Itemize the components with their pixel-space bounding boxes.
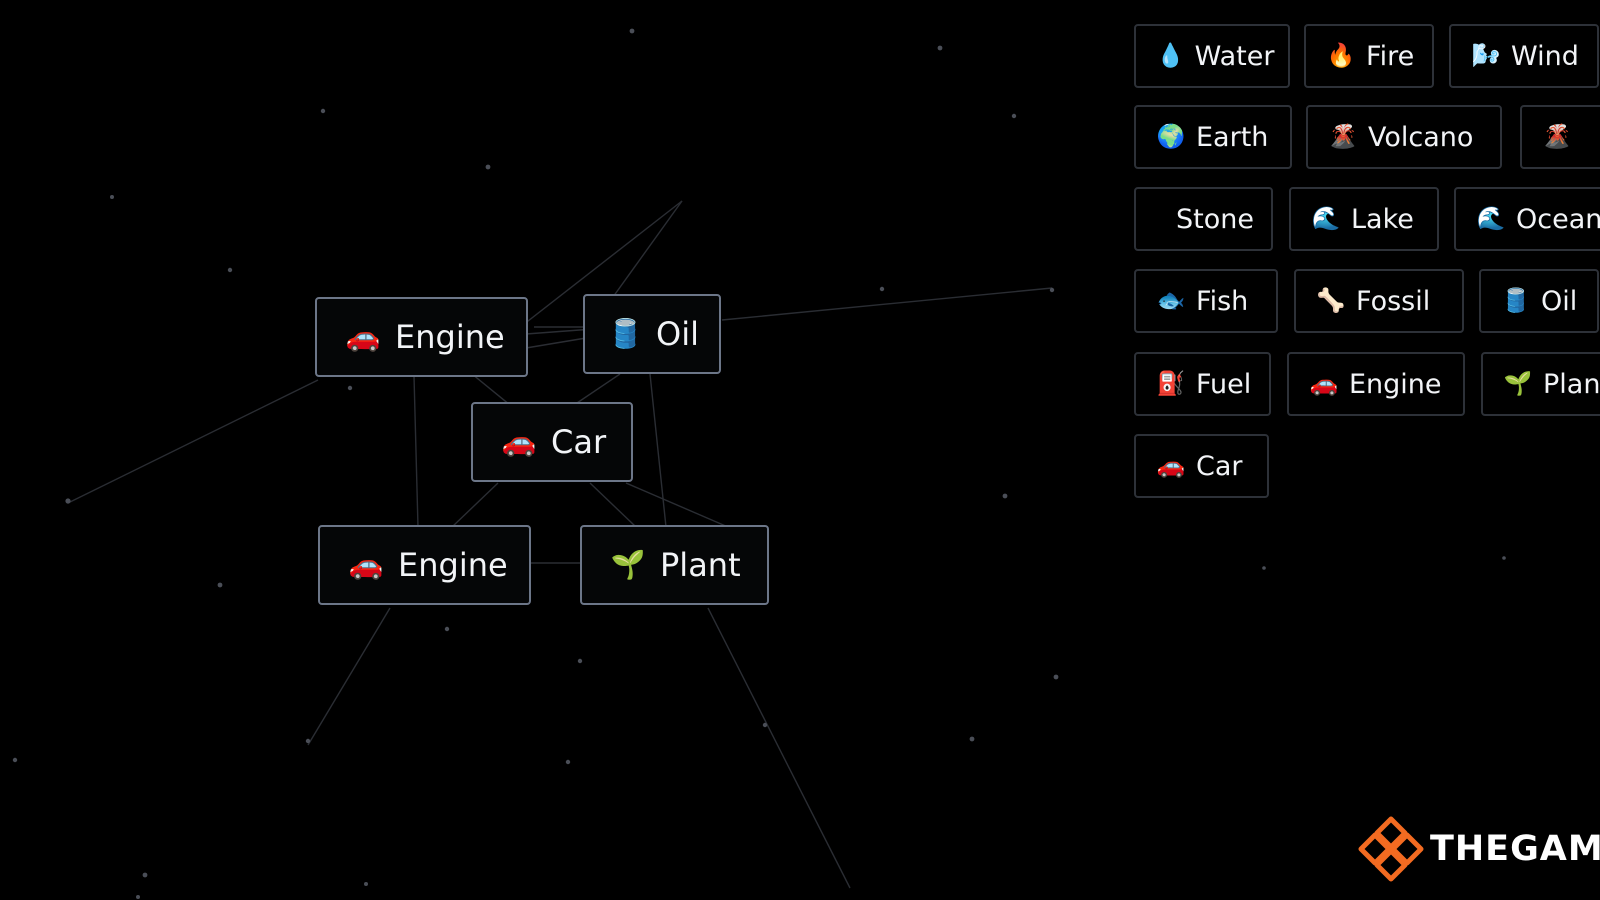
sidebar-item-partial[interactable]: 🌋: [1520, 105, 1600, 169]
sidebar-item-fuel[interactable]: ⛽ Fuel: [1134, 352, 1271, 416]
sidebar-item-label: Wind: [1511, 40, 1579, 72]
sidebar-item-wind[interactable]: 🌬️ Wind: [1449, 24, 1599, 88]
car-icon: 🚗: [345, 320, 381, 353]
sidebar-item-label: Fuel: [1196, 368, 1252, 400]
sidebar-row: 🐟 Fish 🦴 Fossil 🛢️ Oil: [1134, 269, 1600, 333]
sidebar-row: Stone 🌊 Lake 🌊 Ocean: [1134, 187, 1600, 251]
car-icon: 🚗: [348, 548, 384, 581]
brand-name: THEGAMER: [1430, 829, 1600, 869]
sidebar-item-label: Plant: [1543, 368, 1600, 400]
sidebar-item-fish[interactable]: 🐟 Fish: [1134, 269, 1278, 333]
sidebar-item-label: Oil: [1541, 285, 1578, 317]
droplet-icon: 💧: [1156, 42, 1185, 69]
canvas-item-engine[interactable]: 🚗 Engine: [315, 297, 528, 377]
canvas-item-engine[interactable]: 🚗 Engine: [318, 525, 531, 605]
canvas-item-car[interactable]: 🚗 Car: [471, 402, 633, 482]
sidebar-item-earth[interactable]: 🌍 Earth: [1134, 105, 1292, 169]
sidebar-item-label: Engine: [1349, 368, 1442, 400]
sidebar-item-label: Ocean: [1516, 203, 1600, 235]
canvas-item-label: Car: [551, 423, 607, 461]
volcano-icon: 🌋: [1328, 123, 1358, 150]
sidebar-item-label: Earth: [1196, 121, 1269, 153]
sidebar-item-label: Stone: [1176, 203, 1254, 235]
sidebar-row: 🚗 Car: [1134, 434, 1600, 498]
sidebar-item-fossil[interactable]: 🦴 Fossil: [1294, 269, 1464, 333]
oil-drum-icon: 🛢️: [608, 317, 643, 350]
element-sidebar[interactable]: 💧 Water 🔥 Fire 🌬️ Wind 🌍 Earth 🌋 Volcano: [1134, 24, 1600, 524]
sidebar-item-plant[interactable]: 🌱 Plant: [1481, 352, 1600, 416]
sidebar-item-lake[interactable]: 🌊 Lake: [1289, 187, 1439, 251]
canvas-item-plant[interactable]: 🌱 Plant: [580, 525, 769, 605]
car-icon: 🚗: [1309, 370, 1339, 397]
sidebar-item-label: Water: [1194, 40, 1275, 72]
sidebar-row: 💧 Water 🔥 Fire 🌬️ Wind: [1134, 24, 1600, 88]
canvas-item-label: Oil: [656, 315, 699, 353]
sidebar-item-engine[interactable]: 🚗 Engine: [1287, 352, 1465, 416]
oil-drum-icon: 🛢️: [1501, 287, 1531, 314]
fuel-pump-icon: ⛽: [1156, 370, 1186, 397]
seedling-icon: 🌱: [610, 548, 646, 581]
canvas-item-label: Engine: [398, 546, 508, 584]
globe-icon: 🌍: [1156, 123, 1186, 150]
sidebar-row: 🌍 Earth 🌋 Volcano 🌋: [1134, 105, 1600, 169]
fish-icon: 🐟: [1156, 287, 1186, 314]
sidebar-item-ocean[interactable]: 🌊 Ocean: [1454, 187, 1600, 251]
sidebar-item-label: Volcano: [1368, 121, 1474, 153]
car-icon: 🚗: [1156, 452, 1186, 479]
canvas-item-oil[interactable]: 🛢️ Oil: [583, 294, 721, 374]
brand-logo-icon: [1358, 816, 1424, 882]
car-icon: 🚗: [501, 425, 537, 458]
sidebar-item-label: Fire: [1366, 40, 1415, 72]
wave-icon: 🌊: [1311, 205, 1341, 232]
sidebar-item-car[interactable]: 🚗 Car: [1134, 434, 1269, 498]
wind-icon: 🌬️: [1471, 42, 1501, 69]
sidebar-item-label: Car: [1196, 450, 1243, 482]
bone-icon: 🦴: [1316, 287, 1346, 314]
sidebar-item-oil[interactable]: 🛢️ Oil: [1479, 269, 1599, 333]
sidebar-item-water[interactable]: 💧 Water: [1134, 24, 1290, 88]
sidebar-item-label: Lake: [1351, 203, 1414, 235]
sidebar-item-label: Fish: [1196, 285, 1249, 317]
canvas-item-label: Plant: [660, 546, 741, 584]
seedling-icon: 🌱: [1503, 370, 1533, 397]
brand-watermark: THEGAMER: [1356, 814, 1600, 884]
volcano-icon: 🌋: [1542, 123, 1572, 150]
sidebar-item-volcano[interactable]: 🌋 Volcano: [1306, 105, 1502, 169]
fire-icon: 🔥: [1326, 42, 1356, 69]
canvas-item-label: Engine: [395, 318, 505, 356]
sidebar-item-label: Fossil: [1356, 285, 1431, 317]
sidebar-item-stone[interactable]: Stone: [1134, 187, 1273, 251]
wave-icon: 🌊: [1476, 205, 1506, 232]
sidebar-item-fire[interactable]: 🔥 Fire: [1304, 24, 1434, 88]
sidebar-row: ⛽ Fuel 🚗 Engine 🌱 Plant: [1134, 352, 1600, 416]
